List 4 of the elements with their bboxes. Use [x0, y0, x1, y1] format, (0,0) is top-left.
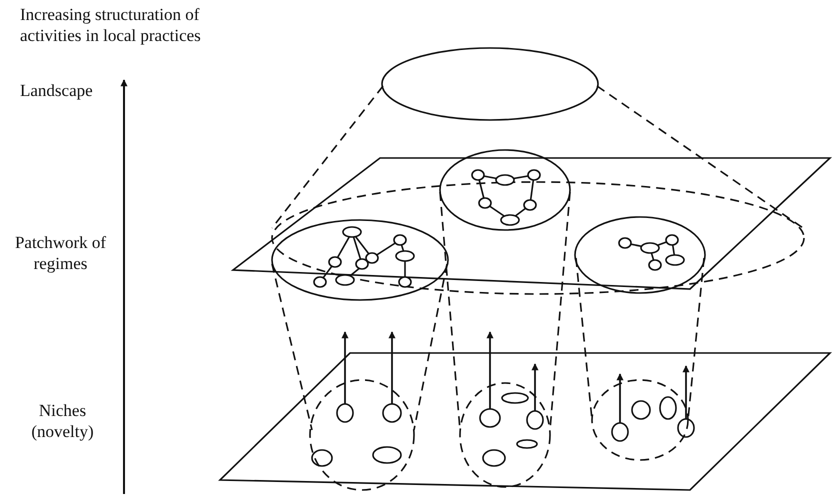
axis-label: Increasing structuration of activities in local practices — [20, 4, 202, 46]
level-label: Patchwork of regimes — [14, 232, 108, 274]
level-label: Landscape — [20, 80, 94, 101]
level-label: Niches (novelty) — [30, 400, 95, 442]
